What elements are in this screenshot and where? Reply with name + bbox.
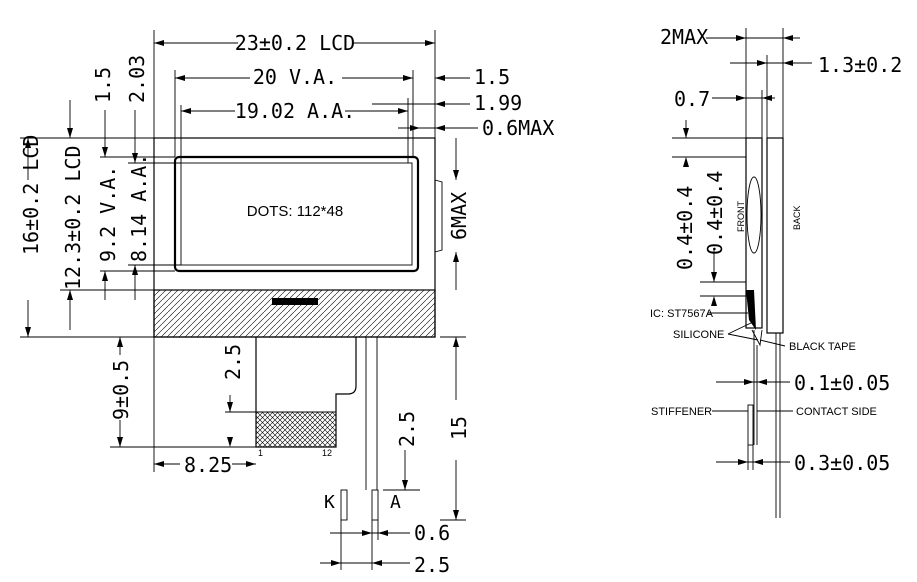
dim-pin-pitch-label: 2.5 (414, 553, 450, 577)
side-callouts (708, 312, 793, 412)
dim-t01-label: 0.1±0.05 (794, 371, 890, 395)
dim-2max-label: 2MAX (660, 25, 708, 49)
pin-k-label: K (324, 492, 335, 513)
dim-aa-width-label: 19.02 A.A. (235, 99, 355, 123)
dim-aa-offset-label: 1.99 (474, 91, 522, 115)
dim-top-aa-label: 2.03 (125, 55, 149, 103)
dim-pin-height-label: 15 (447, 416, 471, 440)
dim-aa-width (180, 98, 470, 163)
dim-left-verticals (20, 100, 181, 338)
back-glass (766, 137, 784, 334)
stiffener-shape (747, 404, 754, 446)
side-bottom-dims (716, 379, 790, 470)
side-view: FRONT BACK 2MAX 1.3±0.2 0.7 (650, 25, 902, 518)
dim-pin-width-label: 0.6 (414, 521, 450, 545)
side-bump (434, 179, 443, 253)
black-tape-label: BLACK TAPE (789, 341, 856, 353)
dim-fpc-offset-label: 2.5 (221, 344, 245, 380)
silicone-label: SILICONE (673, 329, 724, 341)
dim-fpc-x-label: 8.25 (184, 453, 232, 477)
dim-glass-step-label: 0.6MAX (482, 116, 554, 140)
dim-lcd-height2-label: 12.3±0.2 LCD (61, 146, 85, 291)
front-label: FRONT (736, 201, 746, 232)
fpc-contacts (255, 411, 337, 448)
dim-va-width-label: 20 V.A. (253, 65, 337, 89)
dim-aa-height-label: 8.14 A.A. (127, 154, 151, 262)
active-area (180, 162, 413, 266)
front-view: DOTS: 112*48 1 12 K A 23±0.2 LCD (19, 30, 554, 577)
dim-t07-label: 0.7 (674, 87, 710, 111)
dim-pin-gap-label: 2.5 (395, 411, 419, 447)
stiffener-label: STIFFENER (651, 406, 712, 418)
pin-last-label: 12 (322, 448, 332, 458)
dim-t13-label: 1.3±0.2 (818, 53, 902, 77)
contact-side-label: CONTACT SIDE (796, 406, 877, 418)
pin-first-label: 1 (258, 448, 263, 458)
display-dots-label: DOTS: 112*48 (247, 203, 343, 220)
polarizer (746, 176, 762, 254)
dim-fpc-len-label: 9±0.5 (109, 360, 133, 420)
dim-lcd-height-label: 16±0.2 LCD (19, 135, 43, 255)
glass-ledge-hatched (153, 289, 436, 338)
viewing-area (173, 155, 420, 273)
dim-v04b-label: 0.4±0.4 (703, 171, 727, 255)
side-vertical-dims (672, 120, 746, 306)
front-glass (745, 137, 763, 329)
ic-label: IC: ST7567A (650, 308, 714, 320)
dim-side-max-label: 6MAX (447, 192, 471, 240)
dim-va-height-label: 9.2 V.A. (96, 166, 120, 262)
side-top-dims (706, 28, 812, 138)
dim-fpc (110, 138, 466, 570)
dim-lcd-width (153, 30, 436, 138)
ic-chip (272, 298, 318, 305)
dim-glass-step (398, 125, 478, 131)
pin-a-label: A (390, 492, 401, 513)
dim-t03-label: 0.3±0.05 (794, 451, 890, 475)
dim-va-width (174, 70, 470, 157)
dim-top-va-label: 1.5 (91, 67, 115, 103)
back-label: BACK (792, 205, 802, 230)
ic-block (746, 290, 756, 330)
dim-lcd-width-label: 23±0.2 LCD (235, 31, 355, 55)
silicone-shape (751, 329, 763, 347)
dim-va-offset-label: 1.5 (474, 65, 510, 89)
dim-v04a-label: 0.4±0.4 (673, 186, 697, 270)
backlight-leads (340, 337, 379, 521)
